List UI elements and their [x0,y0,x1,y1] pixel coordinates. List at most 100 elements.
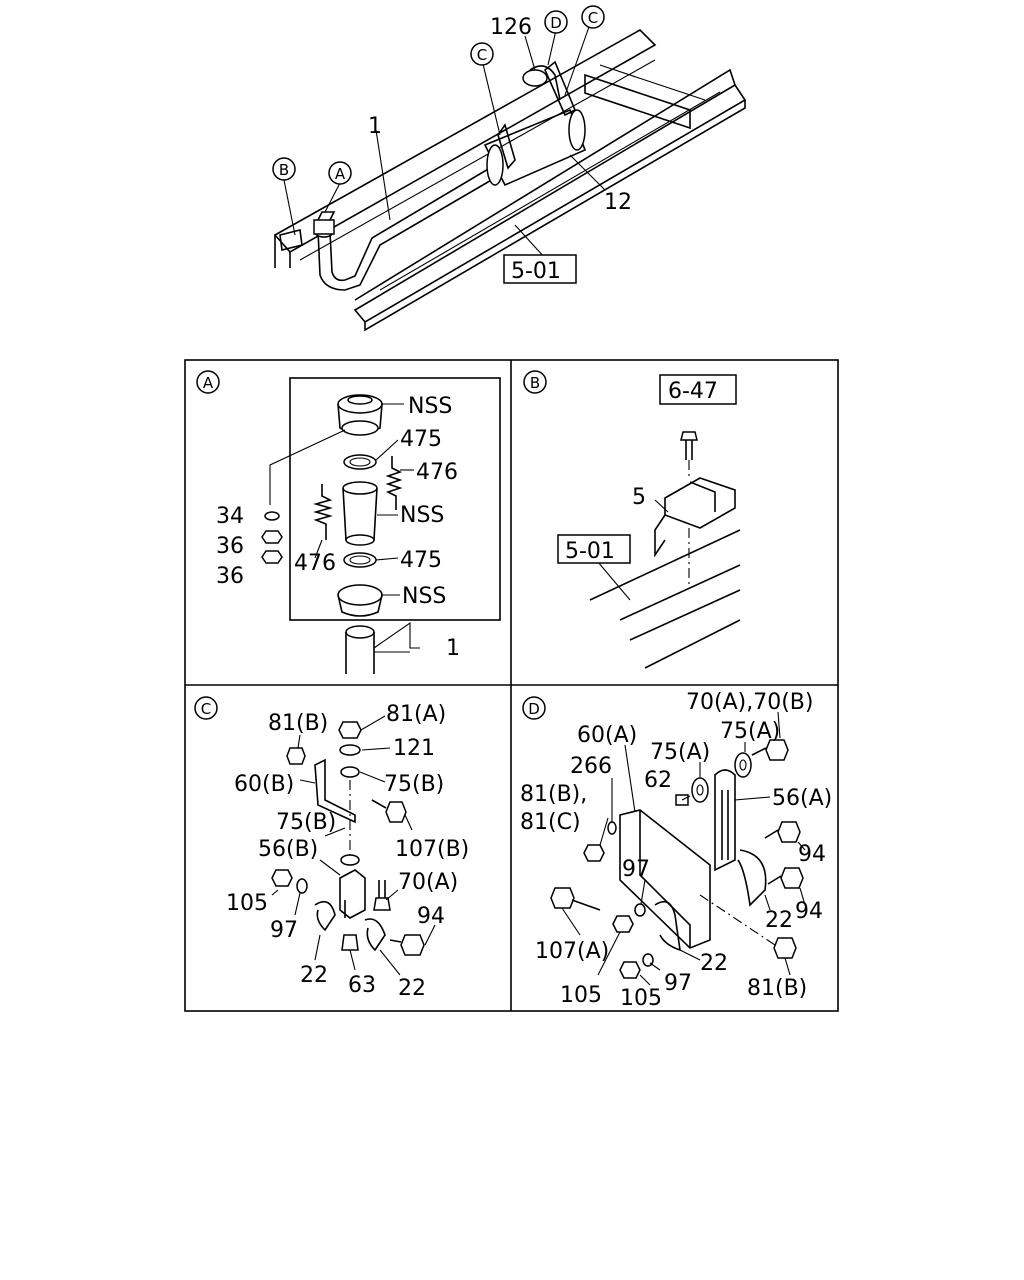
nut-105a [612,915,634,933]
label-105a: 105 [560,983,602,1008]
label-75a-b: 75(A) [650,740,710,765]
label-97a: 97 [622,857,650,882]
label-97: 97 [270,918,298,943]
svg-text:D: D [550,14,562,32]
svg-text:B: B [279,161,289,179]
label-75a-a: 75(A) [720,719,780,744]
nut-81c [583,844,605,862]
label-70a: 70(A) [398,870,458,895]
label-476-right: 476 [416,460,458,485]
bolt-107b [371,799,407,823]
label-81b: 81(B) [747,976,807,1001]
svg-text:C: C [477,46,487,64]
clamp-22a-d [737,849,767,907]
label-81a: 81(A) [386,702,446,727]
label-60a: 60(A) [577,723,637,748]
nut-washer-stack [261,511,283,564]
label-121: 121 [393,736,435,761]
joint-kit-box [289,377,501,621]
label-60b: 60(B) [234,772,294,797]
bolt-107a [550,887,601,911]
label-475-top: 475 [400,427,442,452]
hanger-brackets [279,60,577,251]
washer-75b-2 [340,854,360,866]
label-475-bot: 475 [400,548,442,573]
gasket-475-top [343,454,377,470]
bushing-75a-2 [691,777,709,803]
washer-97a [634,903,646,917]
hanger-56a [714,769,736,872]
callout-126: 126 [490,15,532,40]
nut-105 [271,869,293,887]
clamp-22b-d [654,900,681,952]
gasket-475-bot [343,552,377,568]
label-81b: 81(B) [268,711,328,736]
ref-box-5-01 [503,254,577,284]
exhaust-pipe [313,164,501,291]
overview-illustration: 126 1 12 5-01 B A C D C [272,5,747,332]
label-94a: 94 [798,842,826,867]
label-5: 5 [632,485,646,510]
nut-81a [338,721,362,739]
clamp-22b [364,918,386,952]
nut-81b [286,747,306,765]
label-56b: 56(B) [258,837,318,862]
svg-text:D: D [528,700,540,718]
svg-text:C: C [588,9,598,27]
circle-letter-c: C [470,42,494,66]
panel-b: B 6-47 5 5-01 [523,370,741,669]
bolt-94b [767,867,804,889]
nut-105b [619,961,641,979]
bracket-60b [314,758,356,824]
circle-letter-b: B [272,157,296,181]
label-81c: 81(C) [520,810,581,835]
panel-d-letter: D [522,696,546,720]
overview-leaders [283,23,606,259]
label-266: 266 [570,754,612,779]
label-107b: 107(B) [395,837,469,862]
label-36a: 36 [216,534,244,559]
circle-letter-d: D [544,10,568,34]
label-nss-top: NSS [408,394,452,419]
label-36b: 36 [216,564,244,589]
panel-c: C [194,696,469,1001]
label-22b: 22 [398,976,426,1001]
label-34: 34 [216,504,244,529]
bushing-75a [734,752,752,778]
label-1: 1 [446,636,460,661]
spacer-63 [341,934,359,951]
label-105: 105 [226,891,268,916]
label-56a: 56(A) [772,786,832,811]
bolt-94 [389,934,425,956]
ref-5-01: 5-01 [511,259,561,284]
label-ref-5-01: 5-01 [565,539,615,564]
bolt-70ab [751,739,789,761]
detail-grid [184,359,839,1012]
label-105b: 105 [620,986,662,1011]
washer-121 [339,744,361,756]
label-63: 63 [348,973,376,998]
bolt-part [680,431,698,480]
circle-letter-a: A [328,161,352,185]
panel-a-letter: A [196,370,220,394]
hanger-56b [339,869,366,919]
frame-rail-b [589,529,741,669]
panel-b-letter: B [523,370,547,394]
bracket-5 [654,477,736,558]
sleeve-part [342,481,378,546]
panel-a: A [196,370,501,674]
svg-text:B: B [530,374,540,392]
label-107a: 107(A) [535,939,609,964]
label-nss-bot: NSS [402,584,446,609]
muffler [483,65,587,187]
frame-rail [273,29,747,332]
bolt-94a [764,821,801,843]
bolt-70a [373,880,391,911]
nut-81b-d [773,937,797,959]
callout-1: 1 [368,114,382,139]
clamp-22a [314,900,336,932]
circle-letter-c2: C [581,5,605,29]
label-75b-a: 75(B) [384,772,444,797]
svg-text:A: A [203,374,214,392]
